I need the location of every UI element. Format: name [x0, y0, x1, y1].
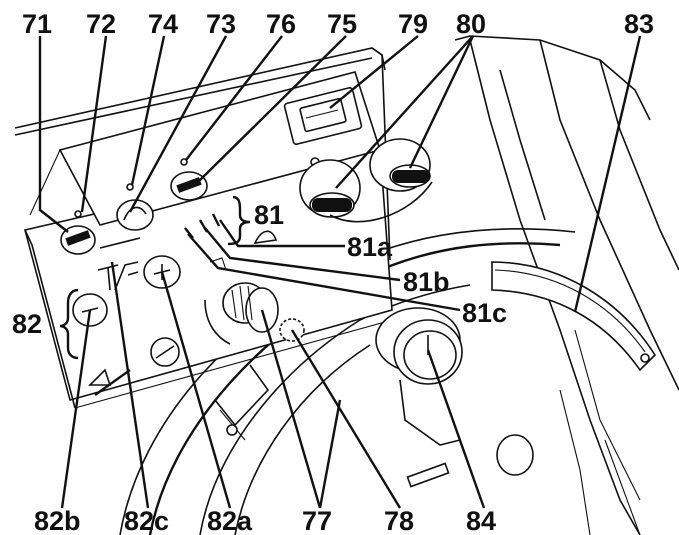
led-74: [126, 183, 134, 191]
callout-71: 71: [22, 9, 52, 39]
button-73: [116, 199, 154, 231]
cap-84: [375, 307, 534, 488]
callout-75: 75: [327, 9, 357, 39]
callout-81: 81: [254, 200, 284, 230]
callout-82: 82: [12, 309, 42, 339]
callout-72: 72: [86, 9, 116, 39]
callout-78: 78: [384, 506, 414, 535]
callout-79: 79: [398, 9, 428, 39]
callout-84: 84: [466, 506, 496, 535]
panel-controls-top: [60, 157, 320, 255]
callout-76: 76: [266, 9, 296, 39]
callout-81a: 81a: [347, 232, 393, 262]
callout-73: 73: [206, 9, 236, 39]
handle-83: [491, 261, 657, 372]
led-76: [180, 158, 188, 166]
callout-74: 74: [148, 9, 178, 39]
callout-80: 80: [456, 9, 486, 39]
sockets-80: [299, 138, 433, 223]
led-72: [74, 210, 82, 218]
callout-82b: 82b: [34, 506, 81, 535]
leader-lines: [38, 35, 642, 509]
panel-controls-82: [72, 237, 181, 396]
callout-81b: 81b: [403, 267, 450, 297]
callout-77: 77: [302, 506, 332, 535]
callout-labels: 71 72 74 73 76 75 79 80 83 81 81a 81b 81…: [12, 9, 654, 535]
callout-81c: 81c: [462, 298, 507, 328]
callout-83: 83: [624, 9, 654, 39]
display-window: [283, 86, 363, 146]
callout-82c: 82c: [124, 506, 169, 535]
callout-82a: 82a: [207, 506, 253, 535]
